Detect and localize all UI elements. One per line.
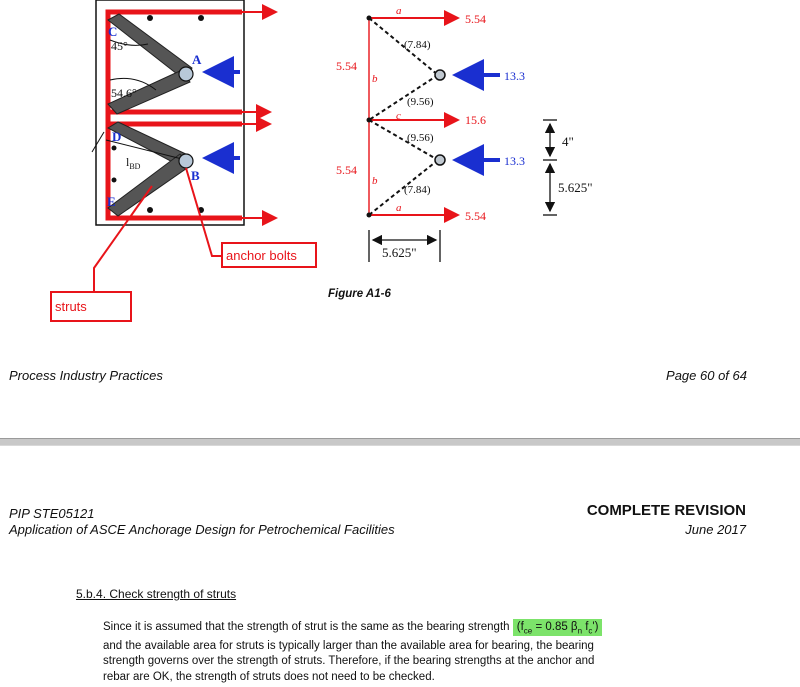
left-detail-drawing: C A D E B 45° 54.6° lBD [91,0,278,226]
label-c: C [108,24,117,39]
page-separator [0,438,800,446]
side-top-label: 5.54 [336,59,357,73]
chord-b-bottom-label: b [372,175,378,187]
document-id: PIP STE05121 [9,506,95,521]
truss-model: a c a b b 5.54 15.6 5.54 5.54 5.54 13.3 … [336,5,593,262]
label-e: E [107,194,116,209]
strut-force-1: (7.84) [404,39,431,51]
struts-callout [50,291,132,322]
revision-date: June 2017 [685,522,746,537]
strut-force-2: (9.56) [407,96,434,108]
figure-caption: Figure A1-6 [328,288,391,300]
rebar [105,9,242,221]
strut-polygons [106,13,193,217]
dim-5625-horizontal-label: 5.625" [382,245,417,260]
pdf-page-60: C A D E B 45° 54.6° lBD anchor bolts str… [9,0,747,383]
angle-54-6-label: 54.6° [111,86,137,100]
strut-force-4: (7.84) [404,184,431,196]
body-paragraph: Since it is assumed that the strength of… [103,619,703,685]
truss-ties [369,10,460,223]
pdf-page-61: PIP STE05121 Application of ASCE Anchora… [0,446,800,687]
revision-label: COMPLETE REVISION [586,502,746,519]
page-footer-left: Process Industry Practices [9,368,163,383]
truss-struts [368,17,439,216]
dim-5625-vertical-label: 5.625" [558,180,593,195]
dim-4-label: 4" [562,134,574,149]
label-b: B [191,168,200,183]
force-mid-label: 15.6 [465,113,486,127]
callouts: anchor bolts struts [50,167,317,322]
label-d: D [112,129,121,144]
struts-leader [93,185,153,292]
chord-b-top-label: b [372,73,378,85]
tie-a-top-label: a [396,5,402,17]
truss-node-a [434,69,446,81]
page-number: Page 60 of 64 [666,368,747,383]
rebar-force-arrows [228,4,278,226]
paragraph-line-2: and the available area for struts is typ… [103,639,594,652]
struts-callout-text: struts [55,299,87,314]
force-bottom-label: 5.54 [465,209,486,223]
paragraph-line-4: rebar are OK, the strength of struts doe… [103,670,435,683]
truss-nodes [366,15,372,218]
side-bottom-label: 5.54 [336,163,357,177]
label-a: A [192,52,202,67]
tie-c-label: c [396,110,401,122]
load-bottom-label: 13.3 [504,154,525,168]
document-title: Application of ASCE Anchorage Design for… [9,522,395,537]
anchor-bolt-b [178,153,194,169]
force-top-label: 5.54 [465,12,486,26]
highlighted-formula: (fce = 0.85 βn fc') [512,619,603,636]
anchor-load-arrows [202,56,240,174]
angle-45-label: 45° [111,39,128,53]
figure-a1-6: C A D E B 45° 54.6° lBD anchor bolts str… [50,0,593,322]
paragraph-line-1-text: Since it is assumed that the strength of… [103,621,510,633]
section-heading: 5.b.4. Check strength of struts [76,587,237,601]
length-bd-label: lBD [126,155,141,171]
construction-lines [91,39,187,161]
anchor-bolt-a [178,66,194,82]
anchor-bolts-callout-text: anchor bolts [226,248,297,263]
rebar-dots [111,15,204,213]
paragraph-line-3: strength governs over the strength of st… [103,655,595,668]
truss-node-b [434,154,446,166]
vertical-dimension [543,119,557,216]
load-top-label: 13.3 [504,69,525,83]
tie-a-bottom-label: a [396,202,402,214]
horizontal-dimension [368,230,441,262]
strut-force-3: (9.56) [407,132,434,144]
anchor-bolts-callout [221,242,317,268]
truss-load-arrows [452,59,500,176]
anchor-bolts-leader [185,167,222,257]
